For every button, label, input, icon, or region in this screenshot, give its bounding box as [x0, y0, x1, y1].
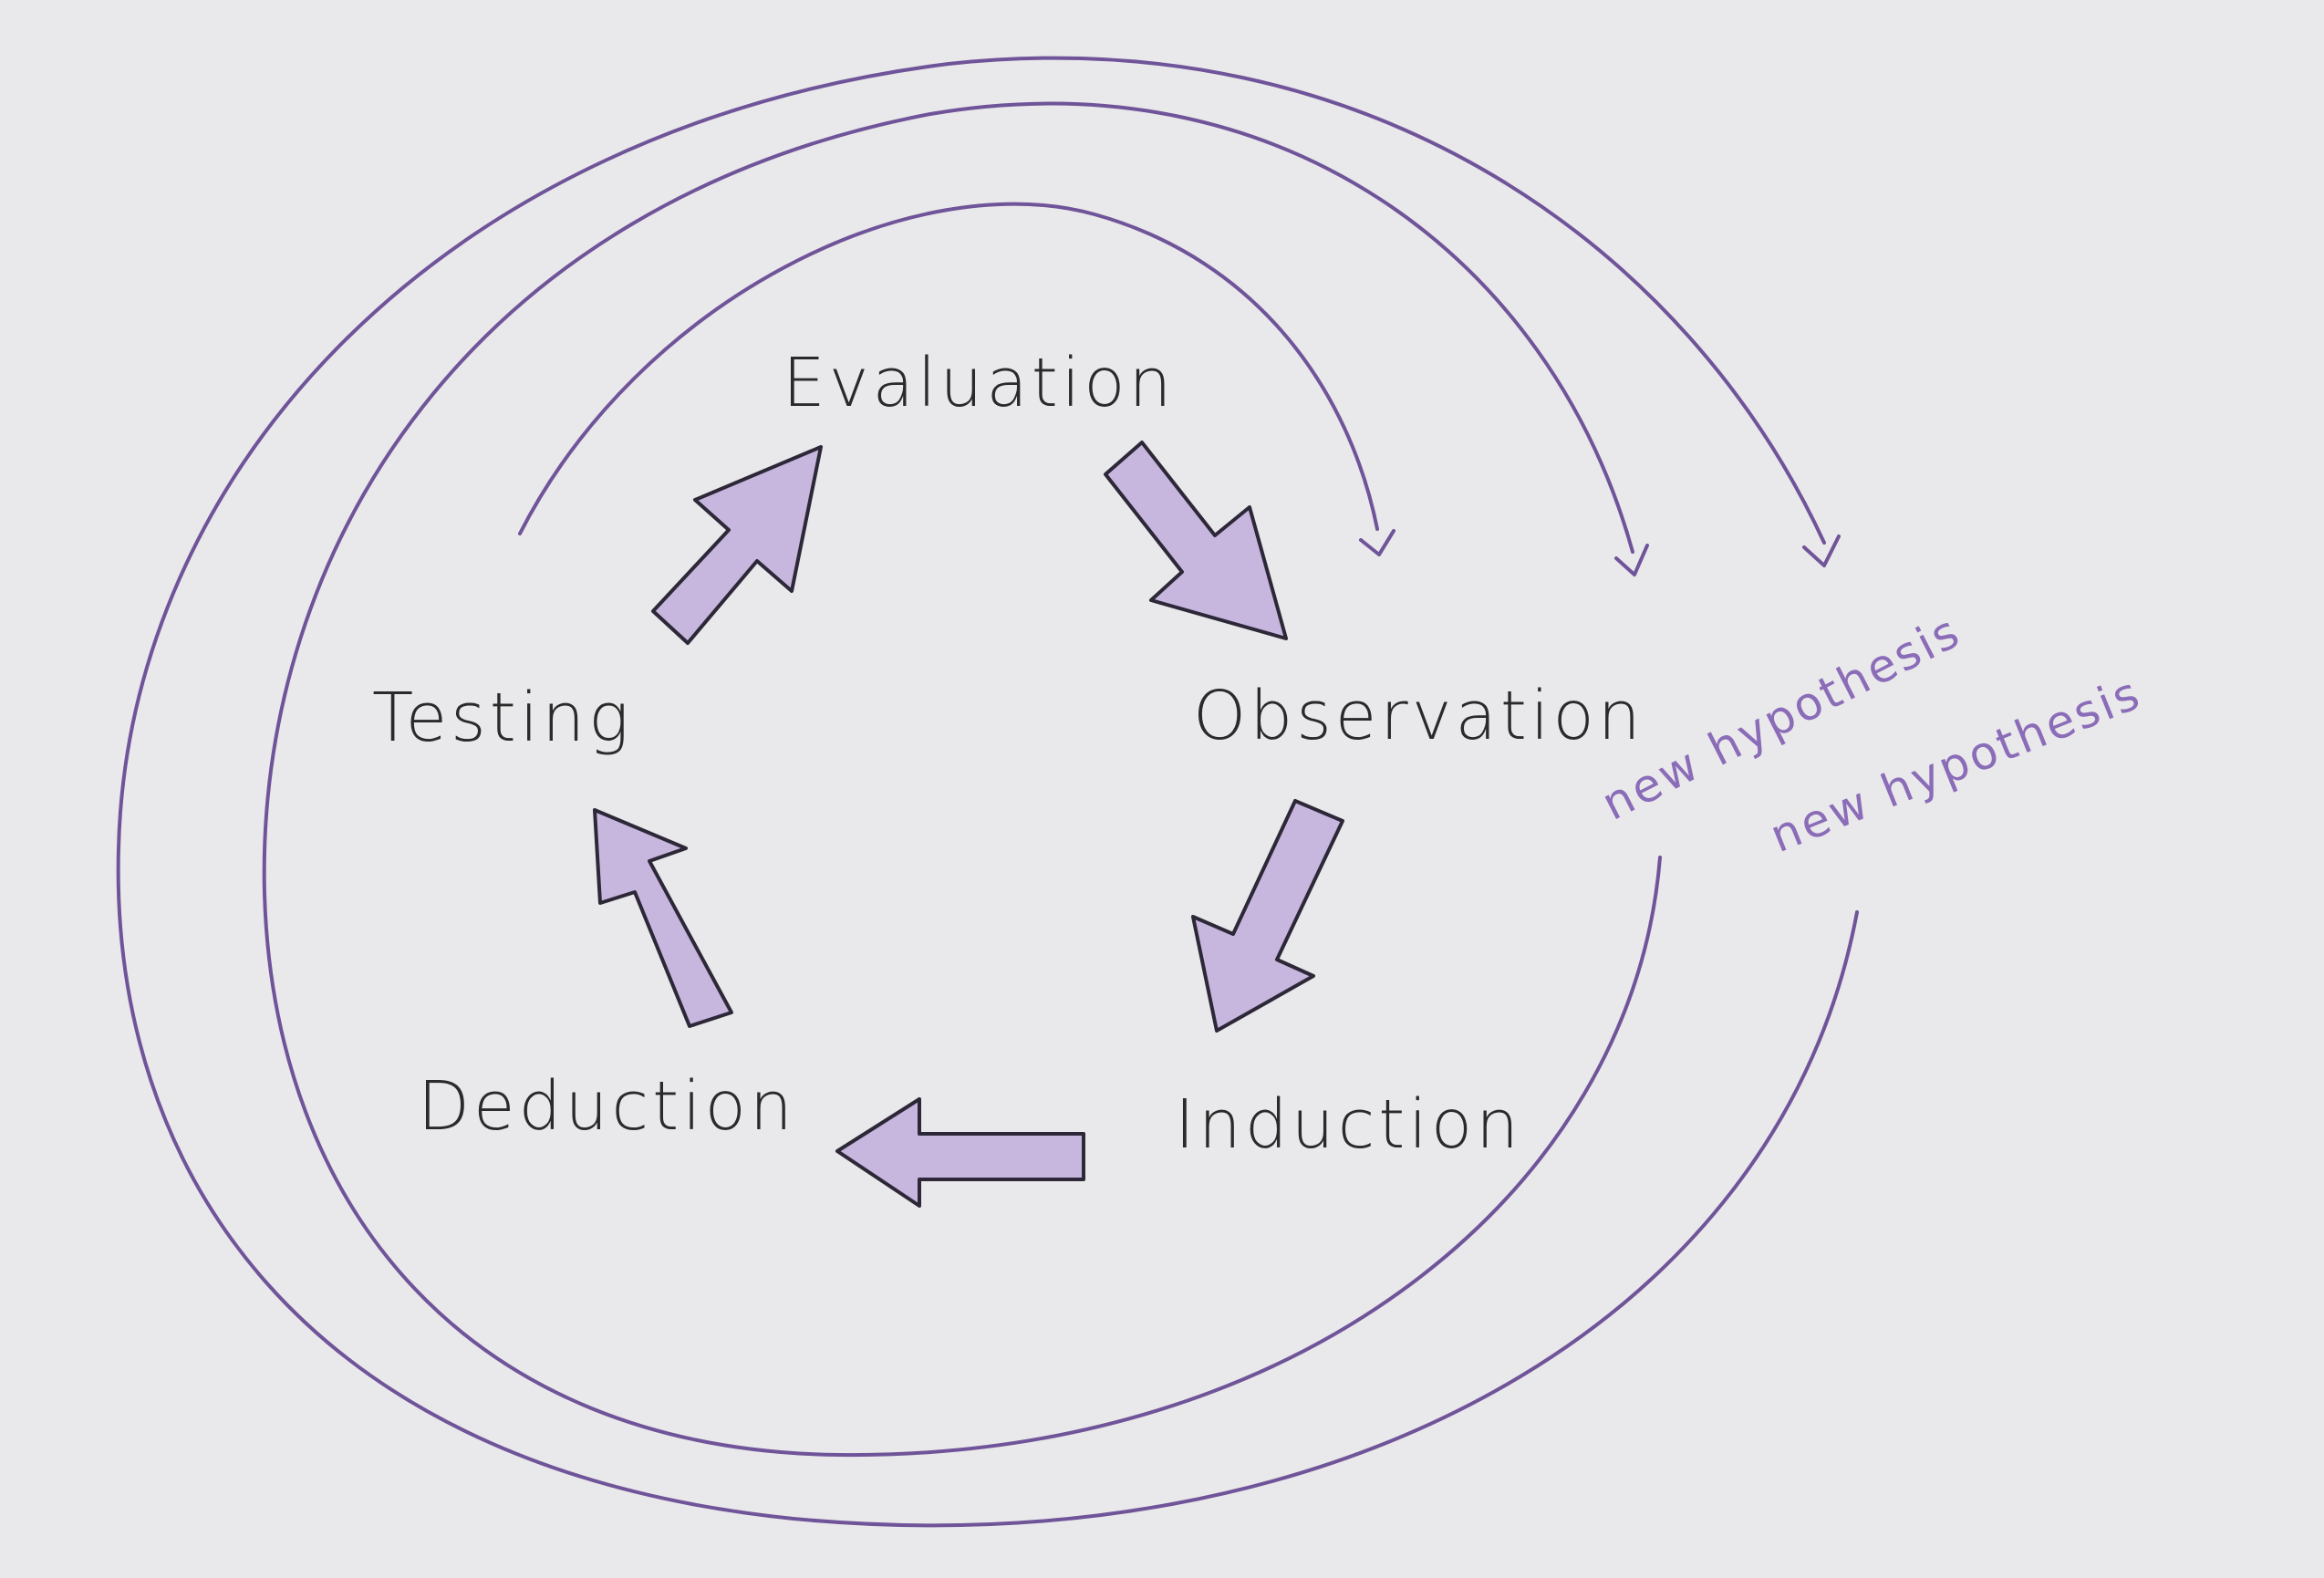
- middle-loop-arrowhead: [1614, 544, 1649, 576]
- outer-loop-arrowhead: [1802, 535, 1841, 567]
- node-deduction: Deduction: [418, 1067, 796, 1146]
- inner-observation-arc: [518, 202, 1395, 556]
- node-observation: Observation: [1193, 677, 1644, 755]
- arrow-evaluation-to-observation: [1104, 441, 1288, 640]
- node-testing: Testing: [372, 679, 633, 757]
- node-induction: Induction: [1175, 1085, 1522, 1164]
- arrow-induction-to-deduction: [835, 1097, 1085, 1208]
- outer-hypothesis-loop: [116, 56, 1859, 1528]
- arrow-deduction-to-testing: [593, 808, 733, 1028]
- middle-hypothesis-loop: [262, 101, 1662, 1458]
- inner-arc-arrowhead: [1359, 529, 1395, 556]
- arrow-observation-to-induction: [1191, 799, 1344, 1033]
- arrow-testing-to-evaluation: [651, 445, 823, 645]
- node-evaluation: Evaluation: [783, 344, 1175, 422]
